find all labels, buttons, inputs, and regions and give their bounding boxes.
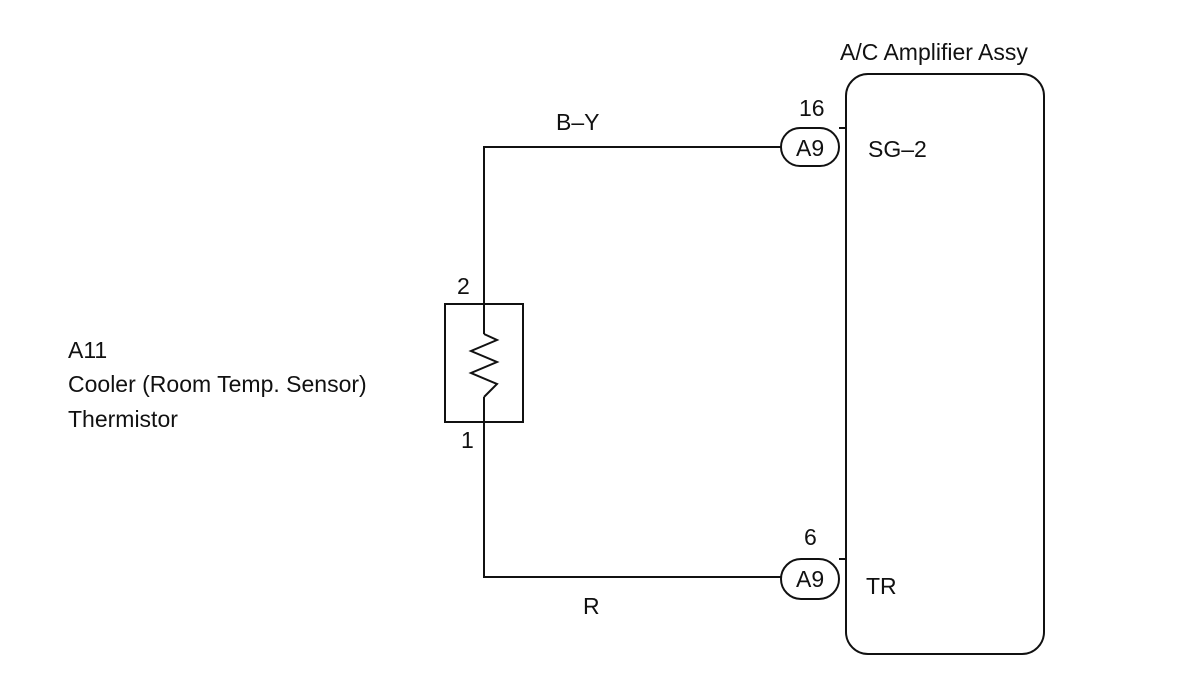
pin-top-number: 16 (799, 95, 825, 121)
wire-bottom-color: R (583, 593, 600, 619)
connector-bottom (780, 558, 840, 600)
signal-bottom-label: TR (866, 573, 897, 599)
wire-top-color: B–Y (556, 109, 599, 135)
thermistor-box (444, 303, 524, 423)
amplifier-box (845, 73, 1045, 655)
sensor-code: A11 (68, 337, 107, 363)
sensor-name-line2: Thermistor (68, 406, 178, 432)
wire-top (483, 146, 781, 334)
signal-top-label: SG–2 (868, 136, 927, 162)
thermistor-pin-top: 2 (457, 273, 470, 299)
thermistor-pin-bottom: 1 (461, 427, 474, 453)
sensor-name-line1: Cooler (Room Temp. Sensor) (68, 371, 367, 397)
pin-bottom-number: 6 (804, 524, 817, 550)
connector-top-label: A9 (796, 135, 824, 161)
amplifier-title: A/C Amplifier Assy (840, 39, 1028, 65)
wire-bottom (483, 397, 781, 578)
connector-bottom-label: A9 (796, 566, 824, 592)
connector-top (780, 127, 840, 167)
resistor-zigzag-icon (468, 333, 500, 398)
